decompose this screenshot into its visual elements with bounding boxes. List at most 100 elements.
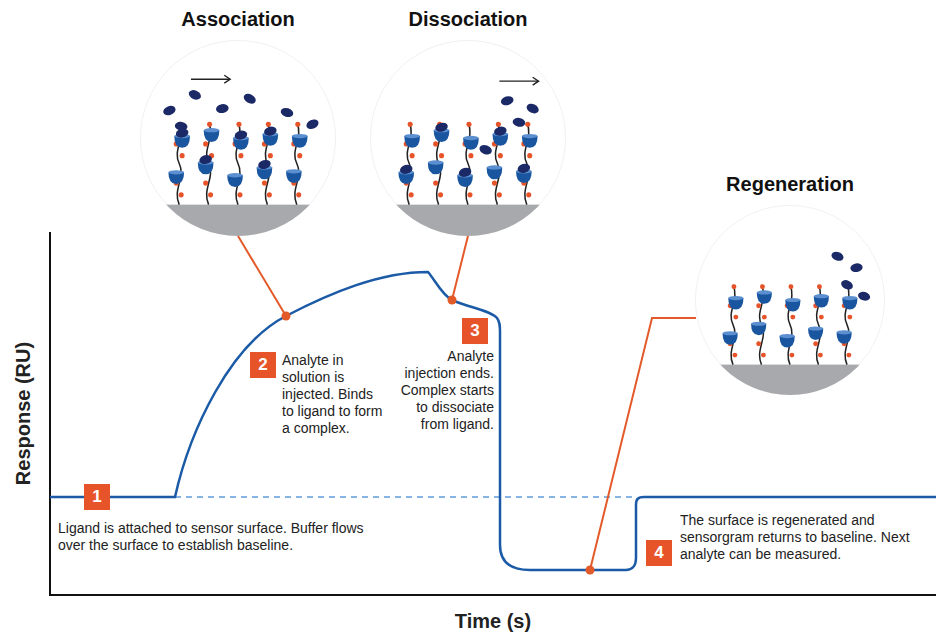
analyte	[305, 118, 320, 131]
chain-dot	[433, 181, 438, 186]
flow-arrow	[499, 80, 538, 81]
view-circle-node: Association	[140, 6, 336, 236]
cup-rim	[780, 334, 795, 338]
sensor-surface	[695, 365, 885, 395]
analyte	[263, 125, 278, 137]
chain-dot	[496, 122, 501, 127]
cup-rim	[842, 296, 857, 300]
description-text: The surface is regenerated and sensorgra…	[680, 512, 930, 563]
callout-box: 2	[250, 352, 276, 378]
callout-box: 3	[462, 318, 488, 344]
view-content	[370, 77, 566, 236]
ligand-chain	[788, 285, 792, 365]
callout-number: 4	[650, 540, 668, 566]
callout-box: 1	[84, 484, 110, 510]
analyte	[187, 88, 202, 101]
chain-dot	[756, 303, 761, 308]
chain-dot	[468, 153, 473, 158]
description-text: Ligand is attached to sensor surface. Bu…	[58, 520, 388, 554]
chain-dot	[433, 141, 438, 146]
cup-rim	[404, 134, 420, 138]
analyte	[525, 102, 540, 115]
analyte	[512, 117, 526, 128]
chain-dot	[179, 192, 184, 197]
x-axis	[49, 594, 936, 596]
analyte	[215, 103, 229, 114]
analyte	[500, 95, 515, 107]
callout-number: 3	[466, 318, 484, 344]
chain-dot	[789, 353, 794, 358]
chain-dot	[203, 141, 208, 146]
chain-dot	[266, 122, 271, 127]
chain-dot	[527, 153, 532, 158]
chain-dot	[438, 192, 443, 197]
chain-dot	[180, 153, 185, 158]
chain-dot	[409, 192, 414, 197]
chain-dot	[208, 192, 213, 197]
view-circle-node: Regeneration	[695, 171, 885, 395]
chain-dot	[731, 284, 736, 289]
chain-dot	[526, 192, 531, 197]
chain-dot	[236, 122, 241, 127]
cup-rim	[487, 165, 503, 169]
view-circle-node: Dissociation	[370, 6, 566, 236]
chain-dot	[408, 122, 413, 127]
chain-dot	[762, 315, 767, 320]
cup-rim	[286, 169, 302, 173]
chain-dot	[268, 153, 273, 158]
sensor-surface	[370, 205, 566, 236]
molecular-view	[370, 40, 566, 236]
analyte	[257, 159, 272, 171]
chain-dot	[296, 192, 301, 197]
cup-rim	[814, 294, 829, 298]
stage-heading: Dissociation	[370, 6, 566, 32]
chain-dot	[492, 181, 497, 186]
cup-rim	[168, 170, 184, 174]
chain-dot	[525, 122, 530, 127]
callout-number: 2	[254, 352, 272, 378]
molecular-view	[140, 40, 336, 236]
cup-rim	[522, 134, 538, 138]
analyte	[198, 154, 213, 166]
chain-dot	[760, 284, 765, 289]
cup-rim	[808, 326, 823, 330]
chain-dot	[238, 153, 243, 158]
cup-rim	[837, 330, 852, 334]
chain-dot	[756, 341, 761, 346]
curve-point	[282, 312, 291, 321]
leader-line	[238, 236, 286, 316]
cup-rim	[728, 296, 743, 300]
analyte	[478, 143, 493, 156]
stage-heading: Regeneration	[695, 171, 885, 197]
analyte	[399, 163, 414, 175]
description-text: Analyte injection ends. Complex starts t…	[394, 348, 494, 433]
chain-dot	[813, 341, 818, 346]
axis-title-y: Response (RU)	[13, 341, 36, 484]
cup-rim	[463, 136, 479, 140]
cup-rim	[292, 134, 308, 138]
chain-dot	[733, 315, 738, 320]
chain-dot	[498, 153, 503, 158]
ligand-chain	[466, 122, 470, 204]
stage-heading: Association	[140, 6, 336, 32]
chain-dot	[761, 353, 766, 358]
analyte	[850, 262, 864, 273]
cup-rim	[204, 128, 220, 132]
view-content	[695, 250, 885, 395]
analyte	[840, 278, 855, 291]
chain-dot	[207, 122, 212, 127]
analyte	[174, 121, 188, 132]
analyte	[242, 92, 257, 106]
curve-point	[586, 566, 595, 575]
baseline-dashed	[175, 496, 636, 498]
cup-rim	[751, 322, 766, 326]
analyte	[234, 129, 249, 141]
analyte	[830, 250, 845, 262]
callout-number: 1	[88, 484, 106, 510]
chain-dot	[267, 192, 272, 197]
chain-dot	[439, 153, 444, 158]
callout-box: 4	[646, 540, 672, 566]
flow-arrowhead	[533, 77, 539, 85]
molecular-view	[695, 205, 885, 395]
chain-dot	[817, 284, 822, 289]
